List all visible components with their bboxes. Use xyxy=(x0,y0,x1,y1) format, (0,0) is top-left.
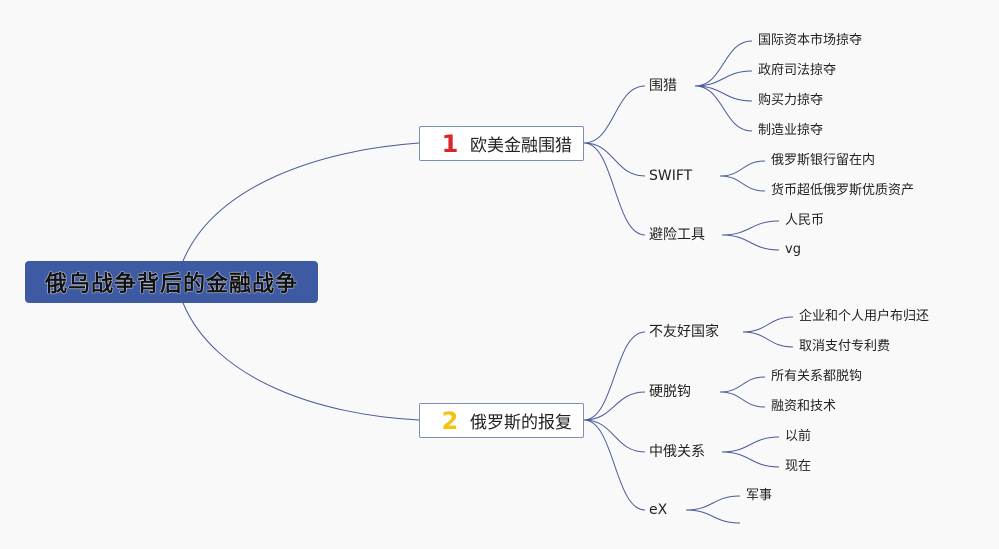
sub-to-leaf-connector xyxy=(721,451,780,468)
branch-node-western-financial-hunt[interactable]: 1 欧美金融围猎 xyxy=(419,126,584,161)
branch-node-russia-retaliation[interactable]: 2 俄罗斯的报复 xyxy=(419,403,584,438)
leaf-node[interactable]: 货币超低俄罗斯优质资产 xyxy=(771,183,915,198)
sub-to-leaf-connector xyxy=(694,85,753,132)
sub-to-leaf-connector xyxy=(742,316,794,333)
leaf-node[interactable]: 现在 xyxy=(785,459,812,474)
branch-2-to-sub-connector xyxy=(583,419,646,453)
root-to-branch-2-connector xyxy=(182,302,420,421)
sub-to-leaf-connector xyxy=(685,509,741,524)
leaf-node[interactable]: 购买力掠夺 xyxy=(758,93,824,108)
sub-to-leaf-connector xyxy=(719,175,766,192)
sub-node-hunt[interactable]: 围猎 xyxy=(649,78,677,94)
sub-to-leaf-connector xyxy=(742,331,794,348)
branch-label: 俄罗斯的报复 xyxy=(470,413,572,433)
leaf-node[interactable]: vg xyxy=(785,242,801,257)
leaf-node[interactable]: 制造业掠夺 xyxy=(758,123,824,138)
root-to-branch-1-connector xyxy=(182,142,420,262)
branch-2-to-sub-connector xyxy=(583,419,646,511)
sub-to-leaf-connector xyxy=(685,495,741,511)
leaf-node[interactable]: 融资和技术 xyxy=(771,399,837,414)
root-node[interactable]: 俄乌战争背后的金融战争 xyxy=(25,261,318,303)
branch-1-to-sub-connector xyxy=(583,142,646,177)
leaf-node[interactable]: 政府司法掠夺 xyxy=(758,63,837,78)
sub-to-leaf-connector xyxy=(694,70,753,87)
sub-node-hard-decoupling[interactable]: 硬脱钩 xyxy=(649,384,691,400)
leaf-node[interactable]: 人民币 xyxy=(785,213,825,228)
sub-to-leaf-connector xyxy=(719,391,766,408)
leaf-node[interactable]: 取消支付专利费 xyxy=(799,339,891,354)
branch-2-to-sub-connector xyxy=(583,391,646,421)
badge-number-1: 1 xyxy=(441,129,459,158)
sub-to-leaf-connector xyxy=(721,220,780,236)
leaf-node[interactable]: 企业和个人用户布归还 xyxy=(799,309,930,324)
sub-to-leaf-connector xyxy=(694,85,753,102)
sub-node-unfriendly-countries[interactable]: 不友好国家 xyxy=(649,324,719,340)
sub-to-leaf-connector xyxy=(721,234,780,251)
branch-label: 欧美金融围猎 xyxy=(470,136,572,156)
leaf-node[interactable]: 以前 xyxy=(785,429,812,444)
branch-1-to-sub-connector xyxy=(583,142,646,236)
badge-number-2: 2 xyxy=(441,406,459,435)
branch-2-to-sub-connector xyxy=(583,331,646,421)
sub-to-leaf-connector xyxy=(719,160,766,177)
leaf-node[interactable]: 军事 xyxy=(746,488,773,503)
sub-node-swift[interactable]: SWIFT xyxy=(649,168,693,184)
leaf-node[interactable]: 俄罗斯银行留在内 xyxy=(771,153,876,168)
root-label: 俄乌战争背后的金融战争 xyxy=(44,272,298,297)
branch-1-to-sub-connector xyxy=(583,85,646,144)
sub-to-leaf-connector xyxy=(721,436,780,453)
sub-node-ex[interactable]: eX xyxy=(649,502,668,518)
sub-node-china-russia-relations[interactable]: 中俄关系 xyxy=(649,444,705,460)
leaf-node[interactable]: 国际资本市场掠夺 xyxy=(758,33,863,48)
sub-node-safe-haven-tools[interactable]: 避险工具 xyxy=(649,227,705,243)
sub-to-leaf-connector xyxy=(694,40,753,87)
sub-to-leaf-connector xyxy=(719,376,766,393)
leaf-node[interactable]: 所有关系都脱钩 xyxy=(771,369,863,384)
